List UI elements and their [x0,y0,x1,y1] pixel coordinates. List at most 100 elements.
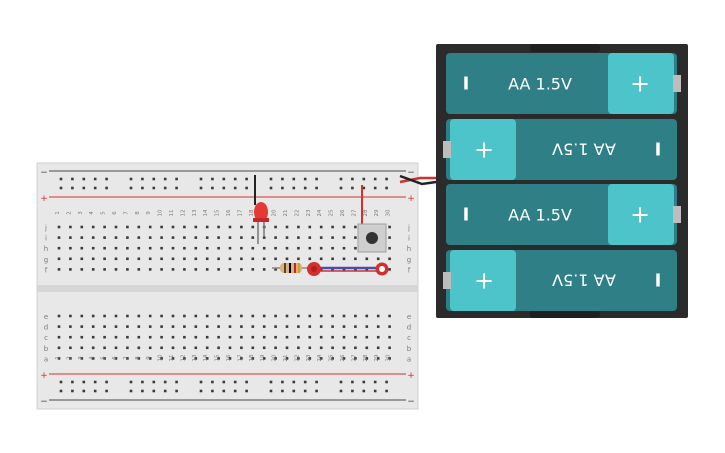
rail-hole [269,389,273,393]
hole [126,314,129,318]
hole [308,246,312,250]
hole [194,325,198,328]
hole [319,236,323,239]
row-label: c [407,334,411,342]
hole [274,346,277,350]
column-number: 18 [249,354,255,361]
hole [69,257,72,261]
hole [137,335,141,339]
hole [331,357,334,360]
holder-notch-top [530,44,600,52]
resistor-band [284,263,286,273]
rail-hole [59,389,63,393]
hole [137,257,141,261]
hole [183,357,186,360]
column-number: 26 [340,209,346,216]
rail-hole [211,380,214,384]
hole [114,357,118,360]
hole [80,236,84,239]
hole [160,325,163,328]
hole [57,257,61,261]
hole [205,314,209,318]
hole [205,257,209,261]
hole [262,246,266,250]
hole [262,357,266,360]
hole [205,225,209,229]
rail-hole [315,389,318,393]
column-number: 27 [351,354,357,361]
hole [262,268,266,271]
hole [114,236,118,239]
hole [228,357,232,360]
cell-label: AA 1.5V [552,140,616,159]
hole [297,225,300,229]
hole [342,236,346,239]
hole [194,236,198,239]
hole [376,325,380,328]
column-number: 12 [180,355,186,362]
hole [331,225,334,229]
hole [114,257,118,261]
hole [285,246,289,250]
hole [228,325,232,328]
row-label: e [44,313,48,321]
hole [262,257,266,261]
hole [331,236,334,239]
hole [240,314,243,318]
hole [183,314,186,318]
column-number: 17 [237,354,243,361]
hole [285,357,289,360]
terminal-nub [673,206,681,223]
hole [342,225,346,229]
hole [274,257,277,261]
row-label: e [407,313,411,321]
hole [297,246,300,250]
rail-hole [141,380,144,384]
hole [331,257,334,261]
hole [319,346,323,350]
column-number: 19 [260,354,266,361]
hole [274,325,277,328]
hole [308,357,312,360]
hole [126,346,129,350]
hole [91,335,95,339]
hole [69,357,72,360]
hole [228,335,232,339]
hole [148,236,152,239]
rail-hole [152,186,156,190]
hole [240,225,243,229]
hole [217,236,220,239]
hole [308,325,312,328]
hole [228,314,232,318]
hole [91,246,95,250]
hole [376,314,380,318]
hole [354,335,357,339]
hole [148,257,152,261]
hole [148,335,152,339]
hole [240,268,243,271]
rail-hole [362,186,366,190]
hole [57,325,61,328]
row-label: a [407,355,411,363]
hole [342,325,346,328]
rail-hole [175,389,178,393]
hole [114,246,118,250]
minus-terminal-mark: I [655,271,662,292]
hole [388,325,391,328]
cell-cap [608,53,674,114]
column-number: 10 [158,354,164,361]
rail-hole [339,177,343,181]
rail-hole [105,186,108,190]
rail-hole [373,186,377,190]
rail-hole [129,389,133,393]
column-number: 13 [192,209,198,216]
hole [274,246,277,250]
hole [354,236,357,239]
hole [103,236,106,239]
hole [126,357,129,360]
hole [319,246,323,250]
hole [57,346,61,350]
rail-hole [233,380,237,384]
hole [342,357,346,360]
row-label: j [44,224,47,232]
